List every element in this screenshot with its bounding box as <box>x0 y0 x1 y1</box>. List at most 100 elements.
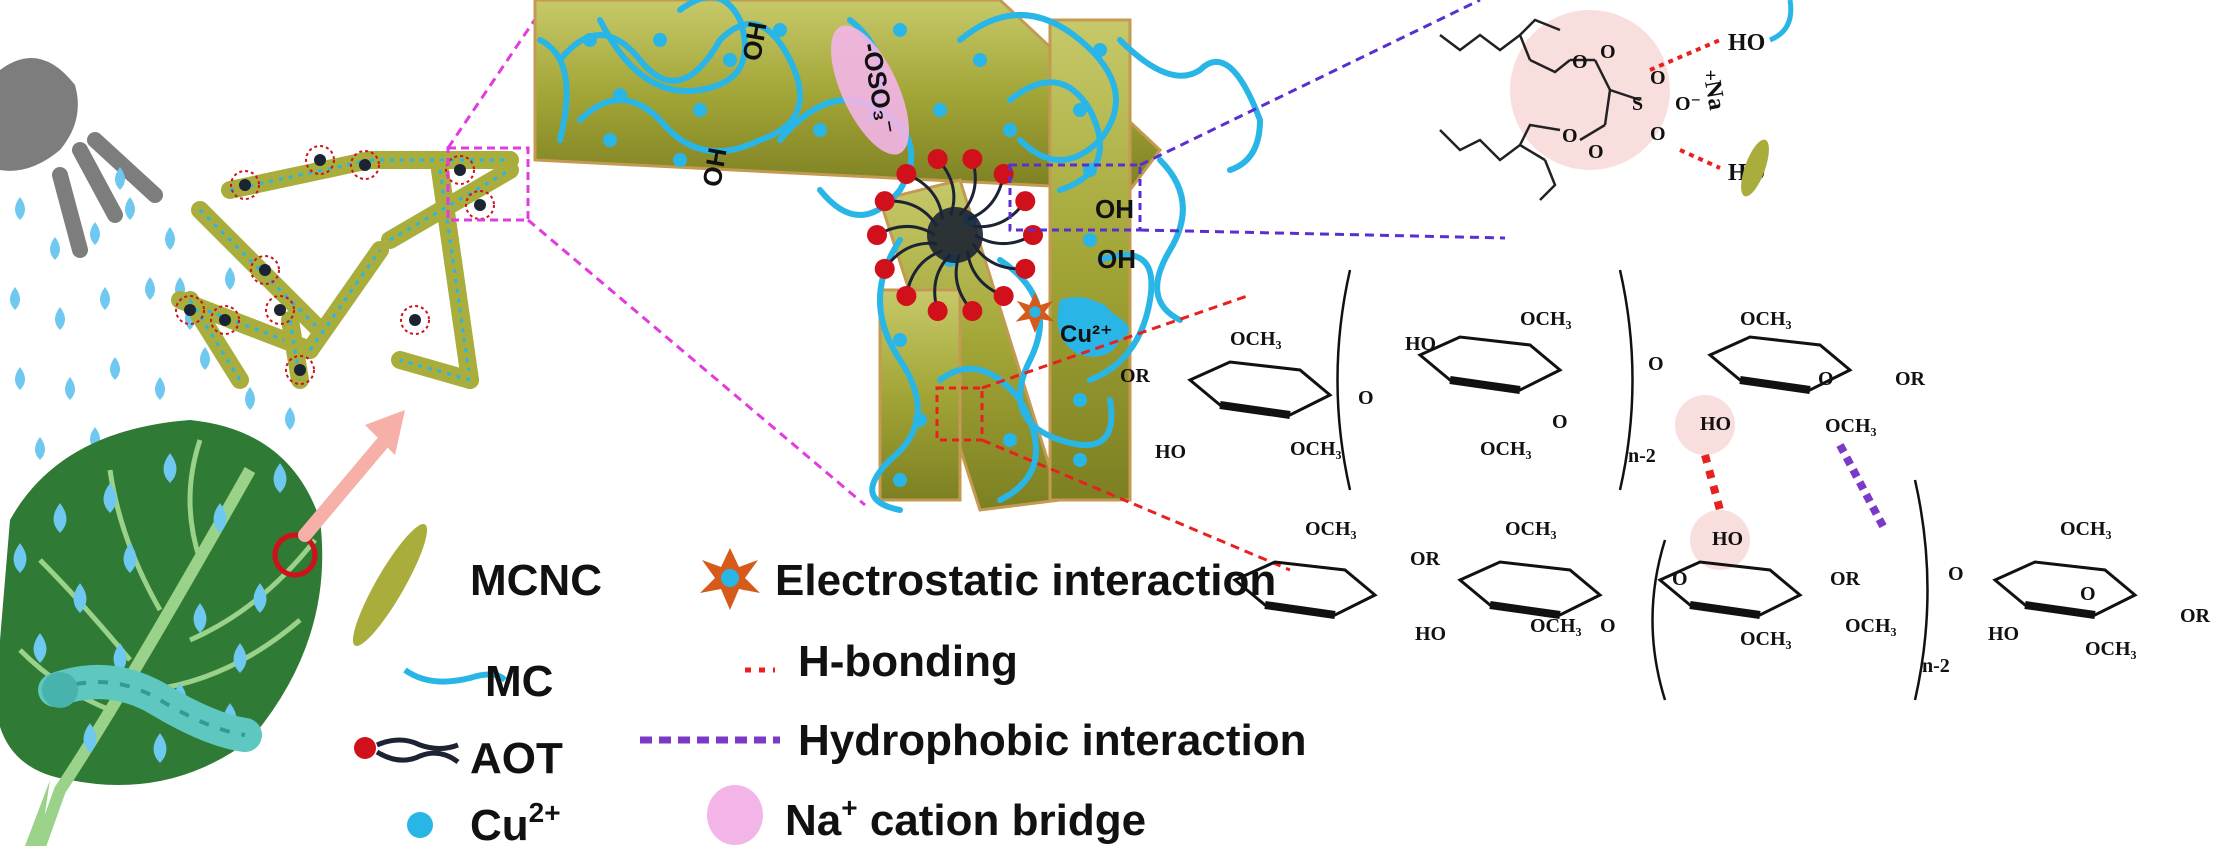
network-micelle-core <box>409 314 421 326</box>
network-chain <box>229 158 371 192</box>
na-charge: + <box>1705 65 1716 87</box>
och3-label: OCH₃ <box>1530 615 1582 637</box>
spray-droplet <box>115 167 125 190</box>
leaf-droplet <box>163 453 177 483</box>
cu-dot-icon <box>407 812 433 838</box>
cu-ion-dot <box>893 473 907 487</box>
zoom-arrow <box>298 410 405 542</box>
spray-droplet <box>245 387 255 410</box>
sulfonate-o-minus: O⁻ <box>1675 93 1701 115</box>
hydroxyl-label: HO <box>1712 528 1743 550</box>
network-micelle-core <box>294 364 306 376</box>
legend: MCNC MC AOT Cu2+ Electrostatic interacti… <box>352 523 1306 846</box>
och3-label: OCH₃ <box>1290 438 1342 460</box>
cu-ion-dot <box>1003 123 1017 137</box>
oh-label-1: OH <box>736 19 772 63</box>
spray-nozzle-icon <box>0 58 163 258</box>
ring-oxygen-label: O <box>1818 368 1834 390</box>
ring-bold-edge <box>1219 401 1291 419</box>
network-micelle-core <box>314 154 326 166</box>
leaf-droplet <box>123 543 137 573</box>
cu-ion-dot <box>693 103 707 117</box>
spray-droplet <box>55 307 65 330</box>
hydroxyl-label: HO <box>1700 413 1731 435</box>
cu-ion-dot <box>1003 433 1017 447</box>
ring-oxygen-label: O <box>1600 615 1616 637</box>
or-label: OR <box>2180 605 2211 627</box>
ester-o4: O <box>1588 141 1604 163</box>
ring-bold-edge <box>1739 376 1811 394</box>
network-micelle-ring <box>230 170 260 200</box>
network-micelle-ring <box>350 150 380 180</box>
network-micelle-ring <box>400 305 430 335</box>
zoomed-fibre-region: -OSO₃⁻ OH OH OH OH Cu²⁺ <box>533 0 1264 513</box>
leaf-droplet <box>193 603 207 633</box>
cu-label: Cu²⁺ <box>1060 321 1113 348</box>
aot-structure: O O O O S O O O⁻ Na + HO HO <box>1439 0 1794 201</box>
cu-ion-dot <box>933 103 947 117</box>
aot-head <box>993 285 1014 306</box>
cu-ion-dot <box>653 33 667 47</box>
ring-bold-edge <box>2024 601 2096 619</box>
cu-ion-dot <box>1083 233 1097 247</box>
mcnc-rod-icon <box>352 523 428 647</box>
cu-ion-dot <box>813 123 827 137</box>
network-chain <box>308 249 382 351</box>
cu-ion-dot <box>893 333 907 347</box>
leaf-droplet <box>33 633 47 663</box>
cu-ion-dot <box>673 153 687 167</box>
electrostatic-star-icon <box>700 548 760 610</box>
hydroxyl-label: HO <box>1155 441 1186 463</box>
ring-oxygen-label: O <box>2080 583 2096 605</box>
network-micelle-core <box>239 179 251 191</box>
ester-o3: O <box>1562 125 1578 147</box>
leaf-droplet <box>153 733 167 763</box>
na-label: Na <box>1699 79 1730 112</box>
spray-droplet <box>15 367 25 390</box>
network-chain <box>389 168 511 242</box>
network-micelle-ring <box>465 190 495 220</box>
leaf-icon <box>0 420 323 846</box>
legend-electrostatic: Electrostatic interaction <box>775 556 1276 605</box>
cu-ion-dot <box>1073 393 1087 407</box>
na-bridge-icon <box>831 25 909 155</box>
or-label: OR <box>1895 368 1926 390</box>
leaf-droplet <box>73 583 87 613</box>
network-micelle-core <box>274 304 286 316</box>
network-micelle-core <box>474 199 486 211</box>
aot-head <box>1015 191 1036 212</box>
spray-droplet <box>35 437 45 460</box>
aot-head <box>874 191 895 212</box>
aot-head <box>962 148 983 169</box>
zoom-lines-magenta <box>446 0 866 507</box>
leaf-droplet <box>213 503 227 533</box>
cu-ion-dot <box>603 133 617 147</box>
sulfonate-o5: O <box>1650 67 1666 89</box>
aot-head <box>927 148 948 169</box>
repeat-n2-bottom: n-2 <box>1922 655 1950 677</box>
hydroxyl-label: HO <box>1415 623 1446 645</box>
aot-micelle <box>867 148 1043 322</box>
spray-droplet <box>100 287 110 310</box>
leaf-droplet <box>113 643 127 673</box>
or-label: OR <box>1830 568 1861 590</box>
leaf-droplet <box>103 483 117 513</box>
och3-label: OCH₃ <box>1505 518 1557 540</box>
legend-mc: MC <box>485 657 553 706</box>
ring-bold-edge <box>1689 601 1761 619</box>
aot-head <box>896 285 917 306</box>
oh-label-2: OH <box>696 145 732 189</box>
caterpillar-icon <box>38 665 262 752</box>
och3-label: OCH₃ <box>1520 308 1572 330</box>
ho-top: HO <box>1728 30 1765 56</box>
spray-droplet <box>155 377 165 400</box>
ester-o2: O <box>1600 41 1616 63</box>
och3-label: OCH₃ <box>1230 328 1282 350</box>
spray-droplet <box>145 277 155 300</box>
network-rod <box>181 291 249 389</box>
spray-droplet <box>65 377 75 400</box>
spray-droplet <box>110 357 120 380</box>
ring-bold-edge <box>1449 376 1521 394</box>
network-chain <box>399 358 471 382</box>
